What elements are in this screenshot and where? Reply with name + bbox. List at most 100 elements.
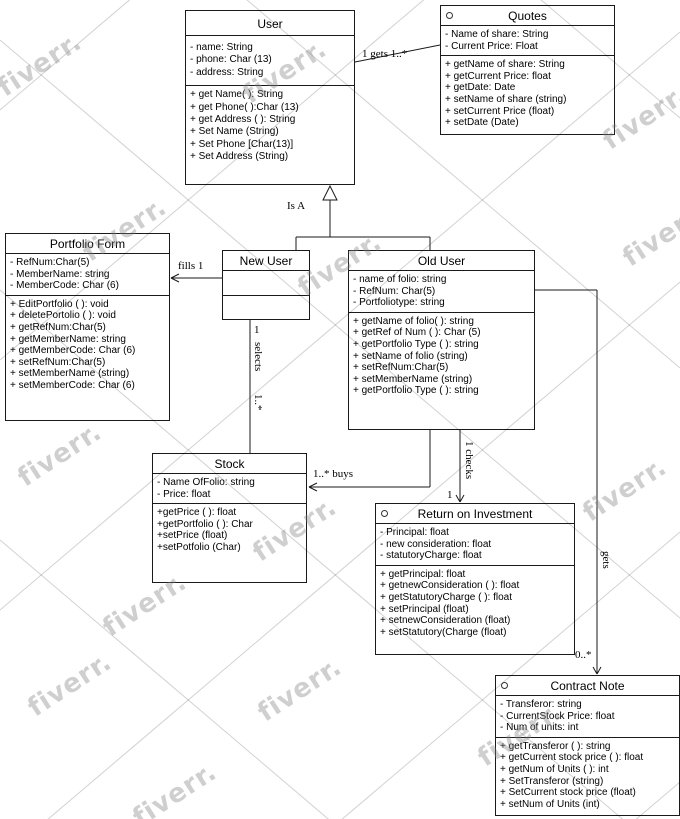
methods-compartment: + get Name( ): String+ get Phone( ):Char… (186, 86, 354, 184)
method: +setPotfolio (Char) (157, 541, 241, 553)
method: + get Name( ): String (190, 89, 284, 101)
class-title-bar: Quotes (441, 6, 614, 26)
class-name: Quotes (508, 9, 547, 23)
class-title-bar: Contract Note (496, 676, 679, 696)
attributes-compartment: - Name OfFolio: string- Price: float (153, 474, 306, 505)
method: + Set Phone [Char(13)] (190, 138, 294, 150)
attribute: - name: String (190, 42, 253, 53)
method: + setMemberCode: Char (6) (10, 379, 135, 391)
attributes-compartment: - name of folio: string- RefNum: Char(5)… (349, 271, 534, 313)
attributes-compartment: - Principal: float- new consideration: f… (376, 524, 574, 566)
method: + getStatutoryCharge ( ): float (380, 591, 513, 603)
methods-compartment: + getName of share: String+ getCurrent P… (441, 56, 614, 134)
attribute: - address: String (190, 66, 264, 78)
method: + getCurrent Price: float (445, 70, 551, 82)
method: +getPrice ( ): float (157, 507, 237, 519)
method: + setRefNum:Char(5) (353, 362, 449, 374)
class-name: Old User (417, 254, 466, 268)
class-name: User (257, 17, 283, 31)
methods-compartment: + EditPortfolio ( ): void+ deletePortoli… (6, 296, 169, 420)
class-title-bar: Return on Investment (376, 504, 574, 524)
methods-compartment (223, 296, 309, 320)
class-new-user: New User (222, 250, 310, 320)
method: + getRef of Num ( ): Char (5) (353, 327, 481, 339)
methods-compartment: + getPrincipal: float+ getnewConsiderati… (376, 566, 574, 654)
method: + getName of folio( ): string (353, 315, 474, 327)
method: + getCurrent stock price ( ): float (500, 752, 644, 764)
attribute: - Current Price: Float (445, 40, 538, 52)
method: + setRefNum:Char(5) (10, 356, 106, 368)
method: + setStatutory(Charge (float) (380, 626, 507, 638)
method: + getMemberName: string (10, 333, 126, 345)
class-title-bar: New User (223, 251, 309, 271)
method: + getDate: Date (445, 82, 516, 94)
method: + getPrincipal: float (380, 568, 466, 580)
method: + setnewConsideration (float) (380, 615, 511, 627)
edge-label-fills: fills 1 (178, 260, 204, 272)
method: + getNum of Units ( ): int (500, 763, 609, 775)
edge-fills-portfolio-form (170, 273, 222, 283)
method: + getName of share: String (445, 59, 565, 71)
method: + setName of share (string) (445, 93, 567, 105)
method: + SetCurrent stock price (float) (500, 787, 636, 799)
edge-buys-stock (308, 430, 431, 492)
edge-label-checks-mult: 1 (447, 489, 453, 501)
attribute: - RefNum:Char(5) (10, 257, 90, 268)
method: + EditPortfolio ( ): void (10, 298, 109, 310)
method: +getPortfolio ( ): Char (157, 518, 253, 530)
class-title-bar: Portfolio Form (6, 234, 169, 254)
method: + SetTransferor (string) (500, 775, 604, 787)
attribute: - Principal: float (380, 527, 449, 538)
edge-gets-contract-note (535, 289, 602, 675)
class-stock: Stock- Name OfFolio: string- Price: floa… (152, 453, 307, 583)
attribute: - MemberName: string (10, 268, 110, 280)
class-quotes: Quotes- Name of share: String- Current P… (440, 5, 615, 135)
method: + setName of folio (string) (353, 350, 468, 362)
edge-label-gets-mult: 0..* (575, 649, 592, 661)
edge-label-selects-mult-top: 1 (254, 324, 260, 336)
attribute: - statutoryCharge: float (380, 550, 482, 562)
class-contract-note: Contract Note- Transferor: string- Curre… (495, 675, 680, 816)
method: + getTransferor ( ): string (500, 740, 611, 752)
attribute: - MemberCode: Char (6) (10, 280, 119, 292)
class-title-bar: Old User (349, 251, 534, 271)
edge-label-is-a: Is A (287, 200, 306, 212)
method: + setCurrent Price (float) (445, 105, 555, 117)
class-name: Return on Investment (417, 507, 533, 521)
method: + getMemberCode: Char (6) (10, 345, 136, 357)
class-title-bar: Stock (153, 454, 306, 474)
attribute: - phone: Char (13) (190, 54, 272, 66)
method: + Set Address (String) (190, 151, 289, 163)
stereotype-circle-icon (501, 681, 508, 689)
edge-label-selects: selects (252, 342, 264, 372)
edge-checks-roi (455, 430, 465, 503)
method: + getRefNum:Char(5) (10, 321, 106, 333)
method: + Set Name (String) (190, 126, 279, 138)
class-portfolio-form: Portfolio Form- RefNum:Char(5)- MemberNa… (5, 233, 170, 421)
attribute: - CurrentStock Price: float (500, 710, 615, 722)
class-return-on-investment: Return on Investment- Principal: float- … (375, 503, 575, 655)
edge-label-gets: gets (600, 551, 612, 569)
edge-label-buys: 1..* buys (313, 468, 354, 480)
method: +setPrice (float) (157, 530, 228, 542)
method: + getnewConsideration ( ): float (380, 580, 520, 592)
stereotype-circle-icon (446, 11, 453, 19)
method: + setNum of Units (int) (500, 798, 600, 810)
attribute: - Price: float (157, 488, 211, 500)
class-user: User - name: String- phone: Char (13)- ad… (185, 10, 355, 185)
method: + getPortfolio Type ( ): string (353, 338, 479, 350)
method: + setMemberName (string) (10, 368, 130, 380)
edge-label-user-gets-quotes: 1 gets 1..* (362, 48, 408, 60)
attribute: - name of folio: string (353, 274, 447, 285)
method: + setPrincipal (float) (380, 603, 469, 615)
method: + setMemberName (string) (353, 373, 473, 385)
attributes-compartment: - RefNum:Char(5)- MemberName: string- Me… (6, 254, 169, 296)
methods-compartment: + getName of folio( ): string+ getRef of… (349, 313, 534, 429)
class-name: Contract Note (550, 679, 625, 693)
method: + getPortfolio Type ( ): string (353, 385, 479, 397)
method: + setDate (Date) (445, 117, 519, 129)
method: + deletePortolio ( ): void (10, 310, 116, 322)
attribute: - Portfoliotype: string (353, 297, 445, 309)
attribute: - Num of units: int (500, 722, 579, 734)
